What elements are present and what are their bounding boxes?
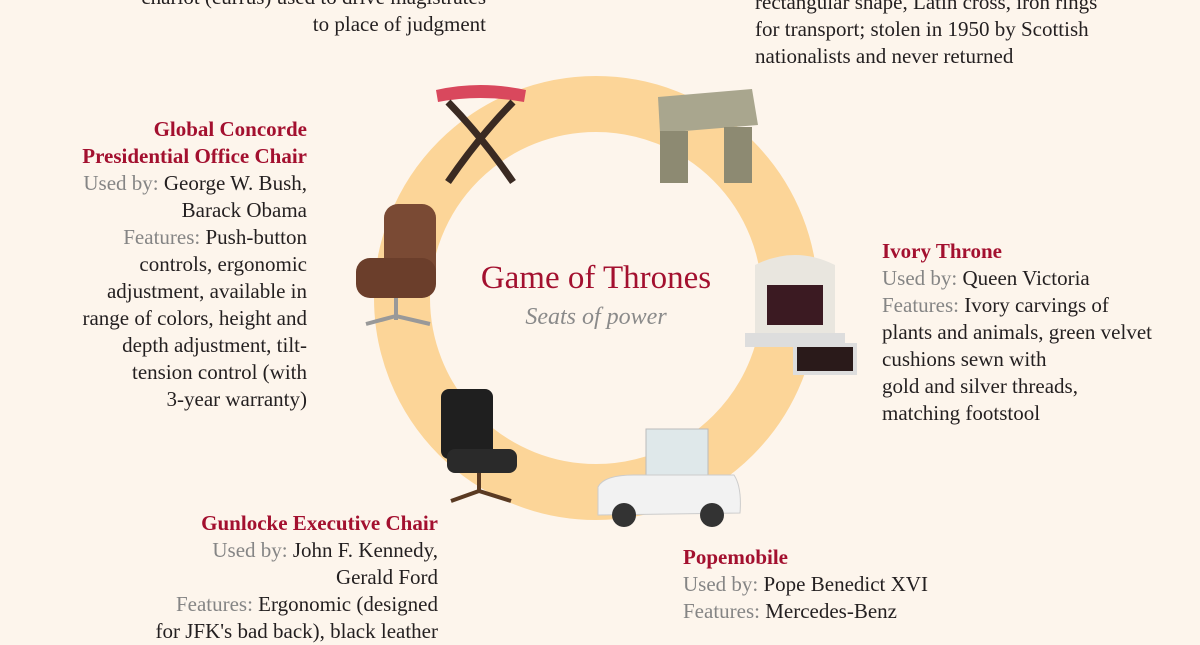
item-title: Gunlocke Executive Chair [155, 510, 438, 537]
field-label: Features: [123, 225, 201, 249]
title-text: Presidential Office Chair [82, 144, 307, 168]
field-label: Used by: [212, 538, 288, 562]
field-value: depth adjustment, tilt- [122, 333, 307, 357]
field-value: adjustment, available in [106, 279, 307, 303]
field-value: Pope Benedict XVI [758, 572, 928, 596]
description-line: tension control (with [82, 359, 307, 386]
item-title: Popemobile [683, 544, 928, 571]
item-title: Global Concorde [82, 116, 307, 143]
field-value: tension control (with [132, 360, 307, 384]
title-text: Popemobile [683, 545, 788, 569]
description-line: for transport; stolen in 1950 by Scottis… [755, 16, 1097, 43]
field-value: rectangular shape, Latin cross, iron rin… [755, 0, 1098, 14]
description-line: chariot (currus) used to drive magistrat… [141, 0, 486, 11]
field-label: Used by: [83, 171, 159, 195]
stone-seat-image [658, 89, 758, 183]
description-line: Features: Push-button [82, 224, 307, 251]
field-value: gold and silver threads, [882, 374, 1078, 398]
field-value: for JFK's bad back), black leather [155, 619, 438, 643]
description-line: Features: Ivory carvings of [882, 292, 1152, 319]
field-value: Queen Victoria [957, 266, 1090, 290]
field-value: to place of judgment [312, 12, 486, 36]
description-line: controls, ergonomic [82, 251, 307, 278]
field-label: Used by: [882, 266, 958, 290]
black-executive-chair-image [441, 389, 517, 503]
field-value: Mercedes-Benz [759, 599, 897, 623]
field-label: Features: [683, 599, 760, 623]
description-line: rectangular shape, Latin cross, iron rin… [755, 0, 1097, 16]
title-text: Ivory Throne [882, 239, 1002, 263]
curule-description: chariot (currus) used to drive magistrat… [141, 0, 486, 38]
field-value: cushions sewn with [882, 347, 1047, 371]
description-line: Barack Obama [82, 197, 307, 224]
description-line: Features: Mercedes-Benz [683, 598, 928, 625]
field-value: chariot (currus) used to drive magistrat… [141, 0, 486, 9]
description-line: matching footstool [882, 400, 1152, 427]
field-value: John F. Kennedy, [287, 538, 438, 562]
ivory-throne-image [745, 255, 857, 375]
description-line: Used by: Queen Victoria [882, 265, 1152, 292]
field-value: Gerald Ford [335, 565, 438, 589]
description-line: Used by: John F. Kennedy, [155, 537, 438, 564]
description-line: range of colors, height and [82, 305, 307, 332]
field-value: George W. Bush, [158, 171, 307, 195]
field-label: Features: [882, 293, 959, 317]
field-value: nationalists and never returned [755, 44, 1014, 68]
field-value: 3-year warranty) [166, 387, 308, 411]
field-label: Used by: [683, 572, 759, 596]
description-line: 3-year warranty) [82, 386, 308, 413]
field-value: Ivory carvings of [958, 293, 1109, 317]
description-line: for JFK's bad back), black leather [155, 618, 438, 645]
description-line: to place of judgment [141, 11, 486, 38]
description-line: nationalists and never returned [755, 43, 1097, 70]
title-text: Gunlocke Executive Chair [201, 511, 438, 535]
description-line: Used by: George W. Bush, [82, 170, 307, 197]
field-value: plants and animals, green velvet [882, 320, 1152, 344]
description-line: Gerald Ford [155, 564, 438, 591]
field-value: Ergonomic (designed [252, 592, 438, 616]
curule-stool-image [436, 85, 526, 184]
description-line: Features: Ergonomic (designed [155, 591, 438, 618]
stone-of-scone-description: rectangular shape, Latin cross, iron rin… [755, 0, 1097, 70]
field-value: Push-button [200, 225, 307, 249]
center-title: Game of Thrones [480, 260, 712, 296]
field-value: range of colors, height and [82, 306, 307, 330]
description-line: gold and silver threads, [882, 373, 1152, 400]
field-value: controls, ergonomic [139, 252, 307, 276]
description-line: cushions sewn with [882, 346, 1152, 373]
brown-office-chair-image [356, 204, 436, 326]
field-value: Barack Obama [181, 198, 307, 222]
field-value: for transport; stolen in 1950 by Scottis… [755, 17, 1089, 41]
description-line: plants and animals, green velvet [882, 319, 1152, 346]
title-text: Global Concorde [153, 117, 307, 141]
item-title: Ivory Throne [882, 238, 1152, 265]
description-line: Used by: Pope Benedict XVI [683, 571, 928, 598]
item-title: Presidential Office Chair [82, 143, 307, 170]
description-line: adjustment, available in [82, 278, 307, 305]
popemobile-car-image [597, 428, 741, 527]
field-label: Features: [175, 592, 253, 616]
field-value: matching footstool [882, 401, 1041, 425]
center-subtitle: Seats of power [525, 304, 667, 330]
description-line: depth adjustment, tilt- [82, 332, 307, 359]
